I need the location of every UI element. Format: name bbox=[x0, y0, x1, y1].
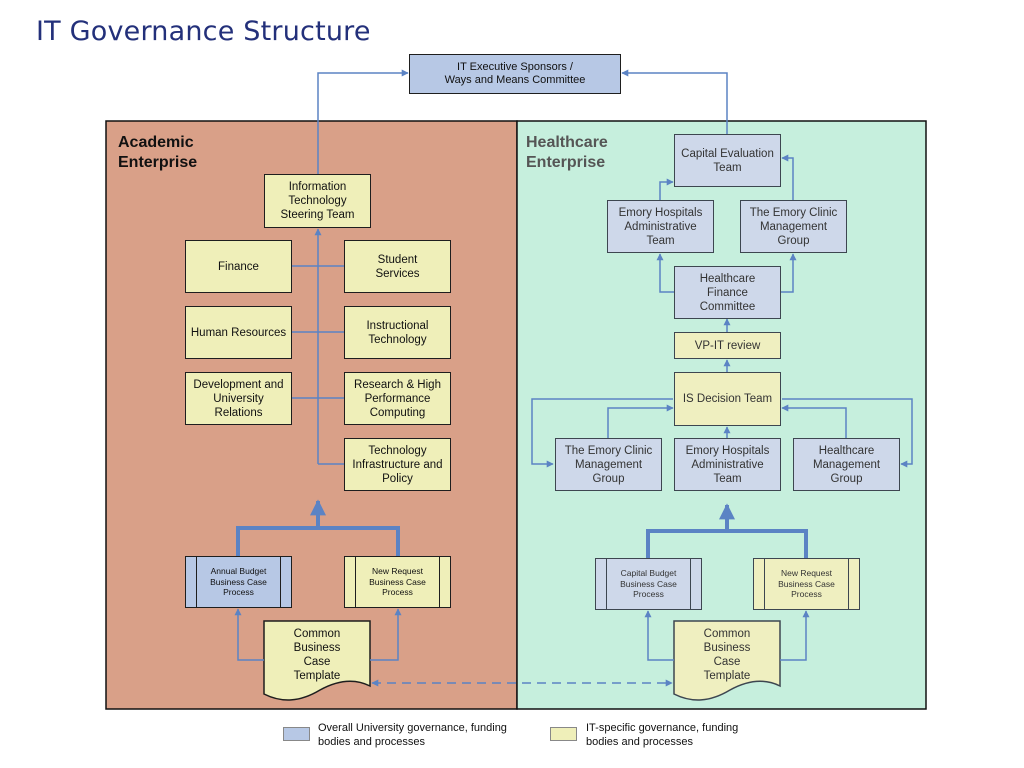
development-relations-box: Development and University Relations bbox=[185, 372, 292, 425]
legend-yellow-label: IT-specific governance, funding bodies a… bbox=[586, 722, 739, 748]
academic-template-shape bbox=[263, 620, 371, 701]
healthcare-heading: Healthcare Enterprise bbox=[526, 134, 608, 171]
student-services-box: Student Services bbox=[344, 240, 451, 293]
page-title: IT Governance Structure bbox=[36, 16, 371, 47]
finance-box: Finance bbox=[185, 240, 292, 293]
legend-yellow-swatch bbox=[550, 727, 577, 741]
academic-template-text: Common Business Case Template bbox=[293, 628, 341, 682]
ehat-top-box: Emory Hospitals Administrative Team bbox=[607, 200, 714, 253]
is-decision-team-box: IS Decision Team bbox=[674, 372, 781, 426]
sponsors-box: IT Executive Sponsors / Ways and Means C… bbox=[409, 54, 621, 94]
tech-infrastructure-box: Technology Infrastructure and Policy bbox=[344, 438, 451, 491]
capital-budget-process-box: Capital Budget Business Case Process bbox=[595, 558, 702, 610]
vp-it-review-box: VP-IT review bbox=[674, 332, 781, 359]
healthcare-finance-committee-box: Healthcare Finance Committee bbox=[674, 266, 781, 319]
capital-evaluation-box: Capital Evaluation Team bbox=[674, 134, 781, 187]
healthcare-new-request-process-box: New Request Business Case Process bbox=[753, 558, 860, 610]
connector-steering-to-sponsors bbox=[317, 69, 409, 174]
ehat-bottom-box: Emory Hospitals Administrative Team bbox=[674, 438, 781, 491]
academic-heading: Academic Enterprise bbox=[118, 134, 198, 171]
connector-capital-to-sponsors bbox=[621, 69, 728, 134]
legend-blue-swatch bbox=[283, 727, 310, 741]
steering-team-box: Information Technology Steering Team bbox=[264, 174, 371, 228]
instructional-technology-box: Instructional Technology bbox=[344, 306, 451, 359]
academic-new-request-process-box: New Request Business Case Process bbox=[344, 556, 451, 608]
human-resources-box: Human Resources bbox=[185, 306, 292, 359]
healthcare-template-shape bbox=[673, 620, 781, 701]
tecmg-top-box: The Emory Clinic Management Group bbox=[740, 200, 847, 253]
healthcare-management-group-box: Healthcare Management Group bbox=[793, 438, 900, 491]
tecmg-bottom-box: The Emory Clinic Management Group bbox=[555, 438, 662, 491]
research-computing-box: Research & High Performance Computing bbox=[344, 372, 451, 425]
annual-budget-process-box: Annual Budget Business Case Process bbox=[185, 556, 292, 608]
healthcare-template-text: Common Business Case Template bbox=[703, 628, 751, 682]
legend-blue-label: Overall University governance, funding b… bbox=[318, 722, 507, 748]
